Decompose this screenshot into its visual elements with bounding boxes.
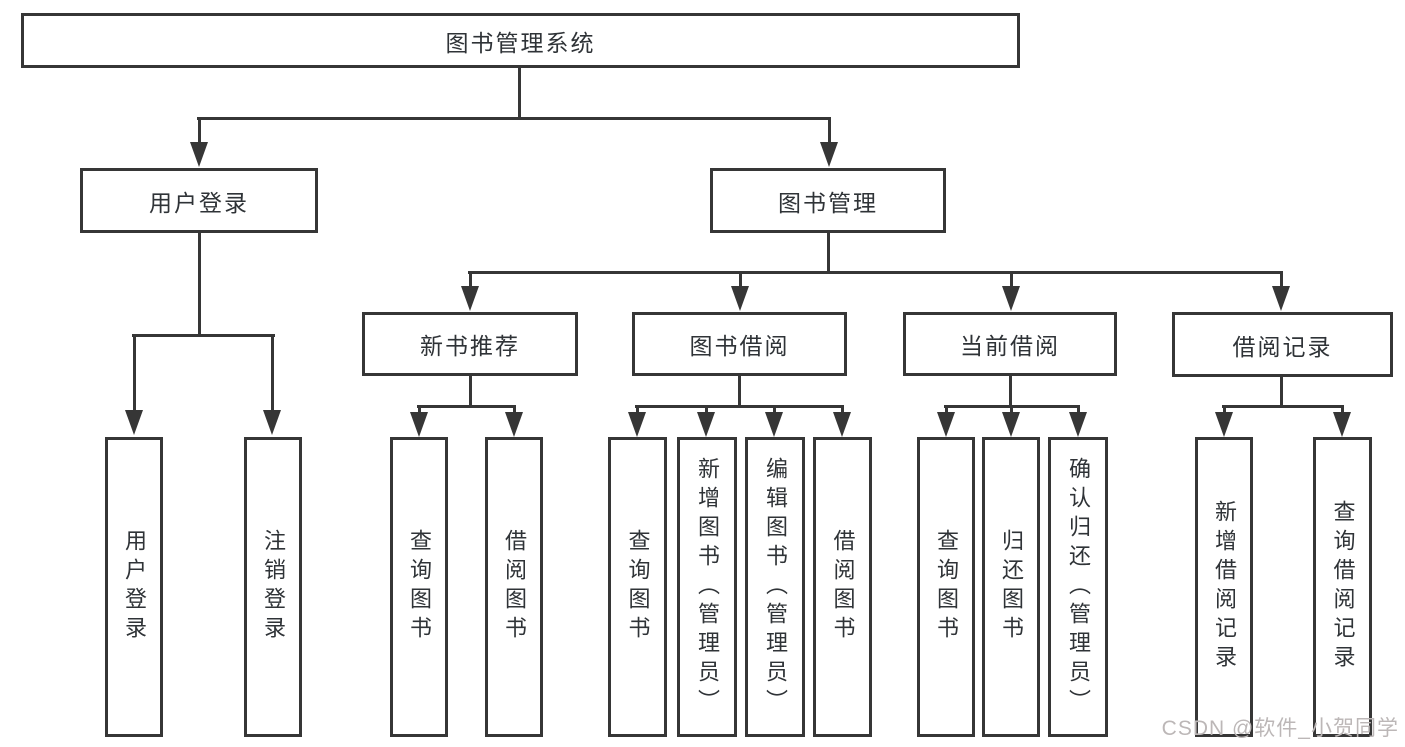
connector-stub <box>1077 405 1080 414</box>
connector-stub <box>133 334 136 412</box>
leaf-borrow-edit-books-admin: 编辑图书（管理员） <box>745 437 805 737</box>
arrowhead-down-icon <box>1069 412 1087 437</box>
arrowhead-down-icon <box>1002 286 1020 311</box>
connector-stub <box>739 271 742 288</box>
node-label: 图书管理系统 <box>445 29 596 56</box>
arrowhead-down-icon <box>1272 286 1290 311</box>
arrowhead-down-icon <box>731 286 749 311</box>
node-user-login: 用户登录 <box>80 168 318 233</box>
connector-stub <box>705 405 708 414</box>
node-label: 新书推荐 <box>420 333 520 359</box>
leaf-borrow-query-books: 查询图书 <box>608 437 667 737</box>
leaf-label: 新增图书（管理员） <box>695 456 720 718</box>
connector-level2-bar <box>197 117 831 120</box>
arrowhead-down-icon <box>263 410 281 435</box>
node-label: 当前借阅 <box>960 333 1060 359</box>
leaf-label: 查询借阅记录 <box>1330 500 1356 674</box>
connector-bookmgmt-stub <box>827 233 830 273</box>
connector-level3-bar <box>468 271 1283 274</box>
node-label: 用户登录 <box>149 189 249 216</box>
leaf-label: 确认归还（管理员） <box>1066 456 1091 718</box>
arrowhead-down-icon <box>937 412 955 437</box>
node-book-management: 图书管理 <box>710 168 946 233</box>
connector-stub <box>1280 271 1283 288</box>
node-label: 借阅记录 <box>1232 333 1333 360</box>
connector-group-bar <box>417 405 516 408</box>
connector-stub <box>945 405 948 414</box>
leaf-records-add-record: 新增借阅记录 <box>1195 437 1253 737</box>
connector-stub <box>1280 377 1283 407</box>
connector-group-bar <box>1222 405 1344 408</box>
connector-stub <box>198 117 201 144</box>
node-root-library-system: 图书管理系统 <box>21 13 1020 68</box>
connector-group-bar <box>635 405 844 408</box>
connector-stub <box>636 405 639 414</box>
leaf-rec-query-books: 查询图书 <box>390 437 448 737</box>
connector-stub <box>513 405 516 414</box>
node-borrow-records: 借阅记录 <box>1172 312 1393 377</box>
leaf-records-query-record: 查询借阅记录 <box>1313 437 1372 737</box>
connector-stub <box>271 334 274 412</box>
node-new-book-recommend: 新书推荐 <box>362 312 578 376</box>
node-book-borrow: 图书借阅 <box>632 312 847 376</box>
leaf-label: 借阅图书 <box>502 529 527 645</box>
leaf-rec-borrow-books: 借阅图书 <box>485 437 543 737</box>
leaf-label: 新增借阅记录 <box>1212 500 1237 674</box>
connector-stub <box>773 405 776 414</box>
arrowhead-down-icon <box>833 412 851 437</box>
arrowhead-down-icon <box>765 412 783 437</box>
leaf-label: 查询图书 <box>407 529 432 645</box>
leaf-current-query-books: 查询图书 <box>917 437 975 737</box>
connector-stub <box>1341 405 1344 414</box>
arrowhead-down-icon <box>1333 412 1351 437</box>
leaf-user-login: 用户登录 <box>105 437 163 737</box>
connector-root-stub <box>518 68 521 119</box>
leaf-label: 用户登录 <box>122 529 147 645</box>
node-label: 图书管理 <box>778 189 878 216</box>
arrowhead-down-icon <box>125 410 143 435</box>
connector-stub <box>1009 376 1012 407</box>
leaf-logout: 注销登录 <box>244 437 302 737</box>
connector-stub <box>418 405 421 414</box>
leaf-current-return-books: 归还图书 <box>982 437 1040 737</box>
arrowhead-down-icon <box>410 412 428 437</box>
csdn-watermark: CSDN @软件_小贺同学 <box>1161 717 1399 740</box>
leaf-borrow-add-books-admin: 新增图书（管理员） <box>677 437 737 737</box>
arrowhead-down-icon <box>820 142 838 167</box>
arrowhead-down-icon <box>628 412 646 437</box>
leaf-borrow-borrow-books: 借阅图书 <box>813 437 872 737</box>
arrowhead-down-icon <box>505 412 523 437</box>
connector-stub <box>828 117 831 144</box>
connector-userlogin-stub <box>198 233 201 336</box>
node-label: 图书借阅 <box>689 333 790 359</box>
connector-userlogin-bar <box>132 334 275 337</box>
connector-stub <box>841 405 844 414</box>
connector-stub <box>1010 405 1013 414</box>
connector-stub <box>469 376 472 407</box>
leaf-label: 归还图书 <box>999 529 1024 645</box>
node-current-borrow: 当前借阅 <box>903 312 1117 376</box>
arrowhead-down-icon <box>461 286 479 311</box>
leaf-label: 编辑图书（管理员） <box>763 456 788 718</box>
leaf-label: 借阅图书 <box>830 529 856 645</box>
arrowhead-down-icon <box>1215 412 1233 437</box>
leaf-label: 查询图书 <box>625 529 651 645</box>
arrowhead-down-icon <box>697 412 715 437</box>
arrowhead-down-icon <box>1002 412 1020 437</box>
arrowhead-down-icon <box>190 142 208 167</box>
leaf-label: 查询图书 <box>934 529 959 645</box>
connector-stub <box>469 271 472 288</box>
leaf-label: 注销登录 <box>261 529 286 645</box>
connector-stub <box>1223 405 1226 414</box>
connector-stub <box>1010 271 1013 288</box>
leaf-current-confirm-return-admin: 确认归还（管理员） <box>1048 437 1108 737</box>
connector-stub <box>738 376 741 407</box>
